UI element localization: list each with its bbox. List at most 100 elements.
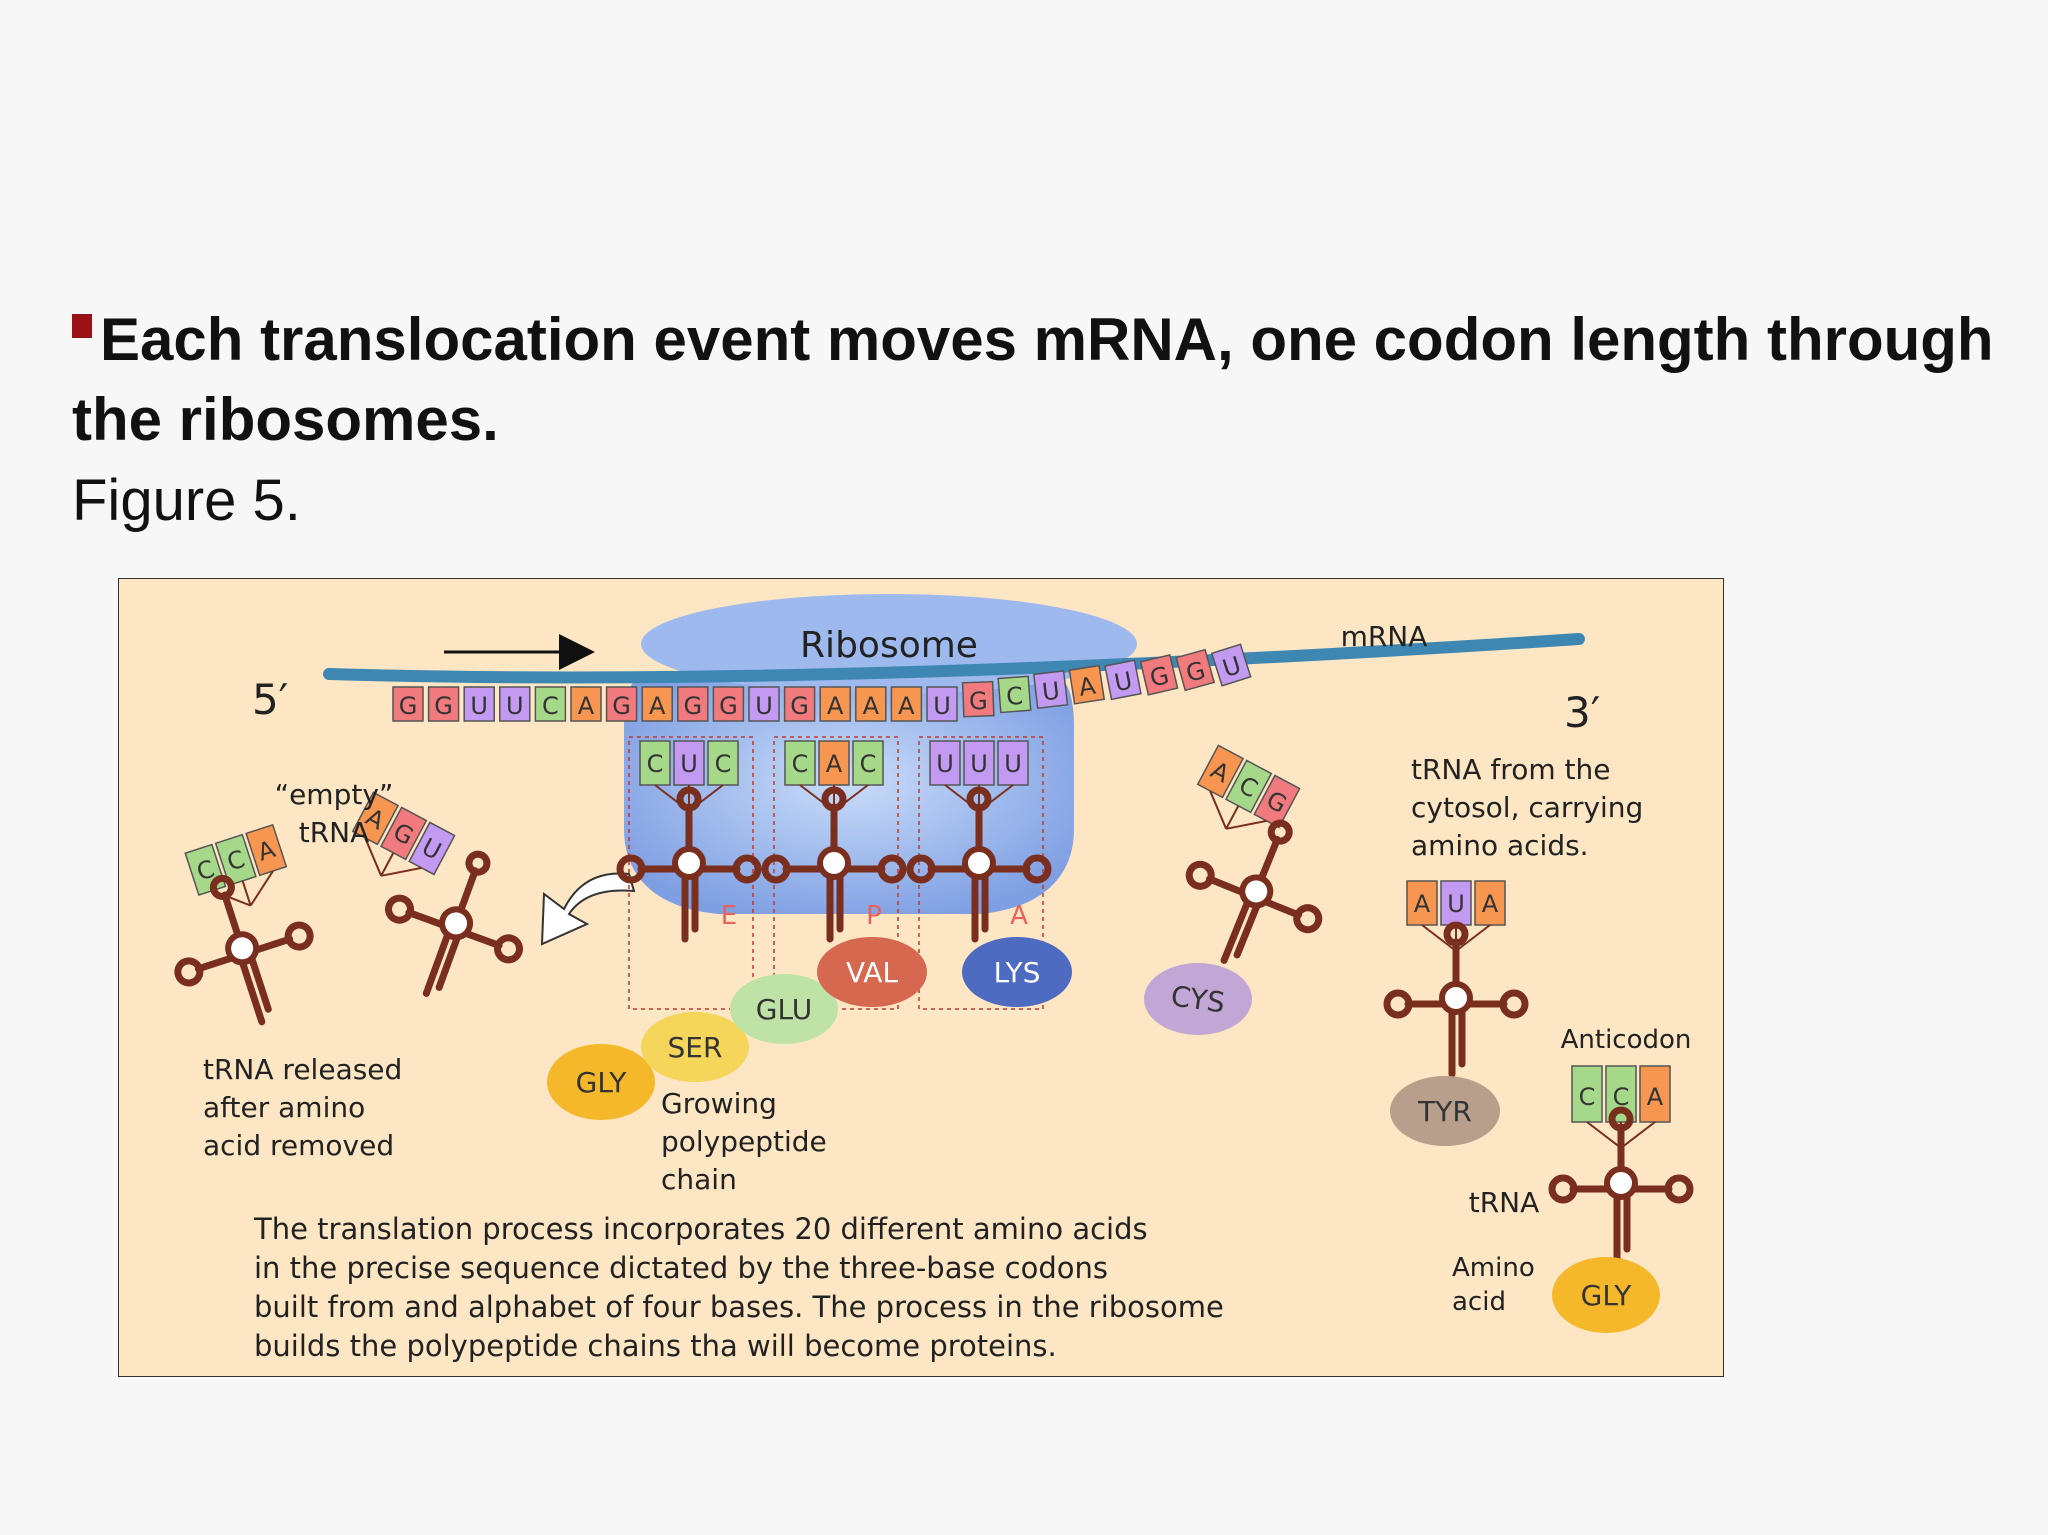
trna-core <box>1604 1166 1638 1200</box>
trna-right-loop <box>284 921 314 951</box>
amino-acid-legend-label-line: Amino <box>1452 1253 1535 1283</box>
released-trna-label-line: acid removed <box>203 1129 394 1162</box>
mrna-base-letter: C <box>542 692 559 720</box>
anticodon-base-box <box>818 740 850 786</box>
anticodon-base-letter: C <box>647 750 664 778</box>
mrna-base-box <box>570 686 602 722</box>
mrna-base-box <box>997 675 1032 714</box>
trna-anticodon-loop <box>1267 819 1293 845</box>
trna-right-arm <box>250 935 294 955</box>
amino-acid: GLY <box>1552 1257 1660 1333</box>
mrna-base-letter: A <box>649 692 666 720</box>
amino-acid-legend-label-line: acid <box>1452 1287 1506 1317</box>
trna-right-loop <box>877 854 907 884</box>
amino-acid-label: VAL <box>846 956 899 989</box>
trna-acceptor-stem <box>1613 1193 1631 1263</box>
mrna-base-letter: U <box>506 692 524 720</box>
trna-core <box>1439 981 1473 1015</box>
trna-left-arm <box>1205 875 1249 897</box>
amino-acid-legend-label: Amino acid <box>1452 1253 1535 1317</box>
mrna-base: U <box>499 686 531 722</box>
description-paragraph: The translation process incorporates 20 … <box>253 1212 1224 1363</box>
mrna-base: G <box>712 686 745 722</box>
released-trna-label-line: tRNA released <box>203 1053 402 1086</box>
mrna-base-letter: G <box>399 692 418 720</box>
mrna-strand <box>323 633 1585 684</box>
mrna-base-box <box>926 686 958 722</box>
trna-body <box>1383 921 1529 1078</box>
slide-text: Each translocation event moves mRNA, one… <box>72 300 2012 542</box>
trna-acceptor-stem <box>1220 899 1261 964</box>
amino-acid-bead <box>962 937 1072 1007</box>
trna-anticodon-stem <box>221 891 241 937</box>
anticodon-base-letter: C <box>1579 1083 1596 1111</box>
empty-trna-label-line: “empty” <box>275 778 394 811</box>
trna-body <box>906 786 1052 943</box>
trna-anticodon-loop <box>1608 1106 1634 1132</box>
amino-acid-bead <box>1144 963 1252 1035</box>
trna-body <box>616 786 762 943</box>
anticodon-base-letter: U <box>936 750 954 778</box>
mrna-base: G <box>783 686 816 722</box>
anticodon-base-letter: A <box>1482 890 1499 918</box>
growing-chain-label-line: Growing <box>661 1087 777 1120</box>
amino-acid: LYS <box>962 937 1072 1007</box>
mrna-base-box <box>1139 654 1179 696</box>
mrna-base-box <box>427 686 460 722</box>
mrna-base-box <box>712 686 745 722</box>
anticodon-base-box <box>997 740 1029 786</box>
mrna-base: A <box>1068 664 1106 705</box>
trna-right-loop <box>732 854 762 884</box>
exit-arrow-icon <box>540 872 636 946</box>
amino-acid: SER <box>641 1012 749 1082</box>
mrna-base-letter: U <box>933 692 951 720</box>
mrna-base-letter: G <box>434 692 453 720</box>
mrna-base: C <box>997 675 1032 714</box>
mrna-base: A <box>819 686 851 722</box>
trna-right-arm <box>1259 897 1303 919</box>
mrna-base: A <box>890 686 923 722</box>
anticodon-base-letter: C <box>860 750 877 778</box>
amino-acid: VAL <box>817 937 927 1007</box>
trna-left-arm <box>405 909 449 930</box>
description-paragraph-line: The translation process incorporates 20 … <box>253 1212 1148 1246</box>
mrna-base: G <box>1139 654 1179 696</box>
three-prime-label: 3′ <box>1564 688 1600 737</box>
mrna-base-box <box>1210 643 1252 687</box>
trna-left-loop <box>1383 989 1413 1019</box>
mrna-base-letter: G <box>790 692 809 720</box>
mrna-base-letter: G <box>683 692 702 720</box>
mrna-base: U <box>1210 643 1252 687</box>
mrna-base-letter: U <box>470 692 488 720</box>
anticodon-base-box <box>1406 880 1438 926</box>
anticodon-label: Anticodon <box>1561 1025 1692 1055</box>
mrna-base: U <box>1104 659 1142 701</box>
trna-acceptor-stem <box>971 873 989 943</box>
trna-core <box>817 846 851 880</box>
mrna-base: U <box>748 686 780 722</box>
amino-acid: GLY <box>547 1044 655 1120</box>
growing-chain-label-line: polypeptide <box>661 1125 827 1158</box>
mrna-base-box <box>534 686 567 722</box>
trna-acceptor-stem <box>422 931 461 997</box>
site-box <box>628 736 754 1010</box>
anticodon-base-box <box>929 740 961 786</box>
anticodon-base-letter: C <box>715 750 732 778</box>
trna-body <box>761 786 907 943</box>
mrna-base-box <box>1175 648 1216 692</box>
trna-core <box>225 931 260 966</box>
trna-anticodon-loop <box>209 874 235 900</box>
cytosol-trna-label-line: amino acids. <box>1411 829 1589 862</box>
mrna-label: mRNA <box>1341 620 1428 653</box>
mrna-base-box <box>499 686 531 722</box>
trna-left-loop <box>906 854 936 884</box>
anticodon-base-box <box>1224 759 1273 814</box>
mrna-base: A <box>855 686 887 722</box>
trna-left-loop <box>384 894 414 924</box>
mrna-base-letter: U <box>1112 666 1135 697</box>
trna-acceptor-stem <box>826 873 844 943</box>
trna-right-loop <box>494 934 524 964</box>
